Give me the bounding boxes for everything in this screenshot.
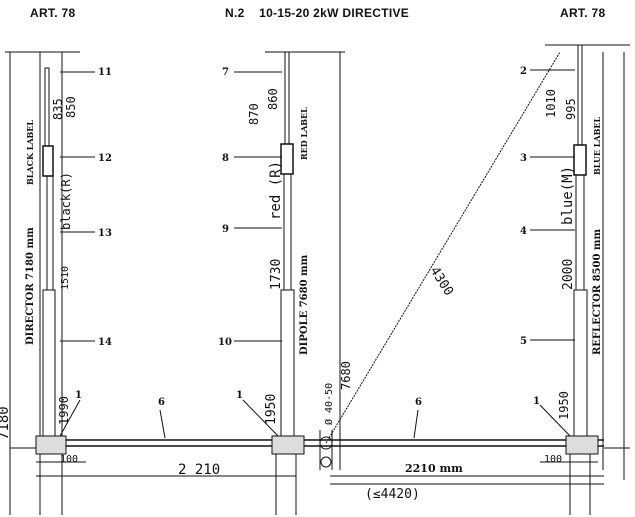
- reflector-dim-a: 1010: [544, 89, 558, 118]
- dipole-base: 1950: [264, 394, 279, 425]
- header-left: ART. 78: [30, 6, 76, 20]
- boom-end-right: 100: [544, 454, 562, 465]
- callout-10: 10: [218, 337, 232, 348]
- center-total: 7680: [339, 361, 353, 390]
- callout-11: 11: [98, 67, 112, 78]
- director-section: 1510: [60, 266, 71, 290]
- boom-total: (≤4420): [365, 487, 420, 502]
- reflector-label: BLUE LABEL: [592, 117, 602, 176]
- diagonal-dim: 4300: [427, 264, 456, 299]
- reflector-dim-b: 995: [564, 98, 578, 120]
- director-cap: black(R): [59, 172, 73, 230]
- callout-1-director: 1: [75, 390, 82, 401]
- director-dim-a: 835: [51, 98, 65, 120]
- boom-end-left: 100: [60, 454, 78, 465]
- callout-8: 8: [222, 153, 229, 164]
- dipole-name: DIPOLE 7680 mm: [299, 254, 310, 355]
- callout-14: 14: [98, 337, 112, 348]
- director-dim-b: 850: [64, 96, 78, 118]
- left-total: 7180: [0, 406, 12, 440]
- reflector-section: 2000: [561, 259, 576, 290]
- dipole-dim-a: 870: [247, 103, 261, 125]
- clamp-size: Ø 40-50: [323, 383, 335, 425]
- dipole-cap: red (R): [268, 161, 284, 220]
- director-base: 1990: [57, 396, 71, 425]
- director-label: BLACK LABEL: [25, 120, 35, 185]
- header-title: N.2 10-15-20 2kW DIRECTIVE: [225, 6, 410, 20]
- dipole-dim-b: 860: [266, 88, 280, 110]
- callout-12: 12: [98, 153, 112, 164]
- boom-span-right: 2210 mm: [405, 462, 463, 475]
- header-right: ART. 78: [560, 6, 606, 20]
- director-name: DIRECTOR 7180 mm: [25, 227, 36, 345]
- dipole-section: 1730: [269, 259, 284, 290]
- dipole-label: RED LABEL: [299, 107, 309, 160]
- callout-7: 7: [222, 67, 229, 78]
- callout-13: 13: [98, 228, 112, 239]
- reflector-name: REFLECTOR 8500 mm: [592, 229, 603, 355]
- callout-6-right: 6: [415, 397, 422, 408]
- reflector-cap: blue(M): [560, 166, 576, 225]
- callout-4: 4: [520, 226, 527, 237]
- callout-9: 9: [222, 224, 229, 235]
- reflector-base: 1950: [557, 391, 571, 420]
- callout-5: 5: [520, 336, 527, 347]
- callout-3: 3: [520, 153, 527, 164]
- boom-span-left: 2 210: [178, 462, 220, 478]
- callout-6-left: 6: [158, 397, 165, 408]
- callout-1-dipole: 1: [236, 390, 243, 401]
- callout-1-reflector: 1: [533, 396, 540, 407]
- callout-2: 2: [520, 66, 527, 77]
